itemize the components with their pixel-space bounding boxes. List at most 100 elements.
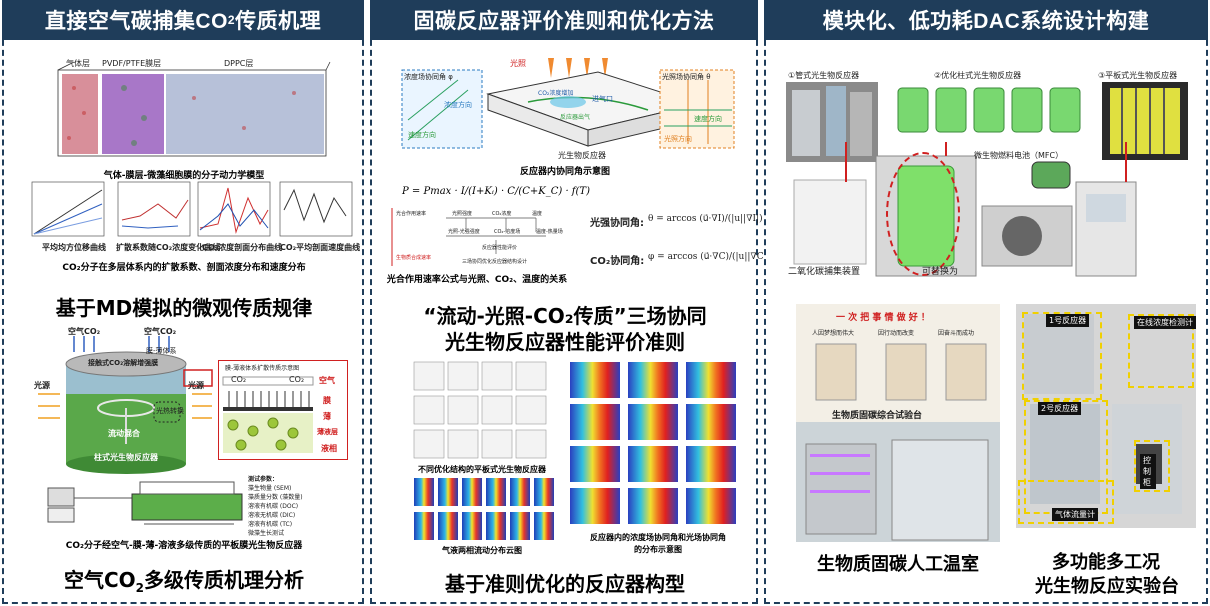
multi-title-line2: 光生物反应实验台	[1035, 576, 1179, 597]
cloud-maps	[412, 476, 562, 542]
reactor-name-label: 柱式光生物反应器	[94, 453, 158, 462]
test-param-item: 藻质量分数 (藻数量)	[248, 494, 303, 501]
vel-dir-left-label: 速度方向	[408, 131, 436, 139]
pbr-caption: CO₂分子经空气-膜-薄-溶液多级传质的平板膜光生物反应器	[65, 541, 303, 551]
online-meter-box	[1128, 314, 1194, 388]
capture-label: 二氧化碳捕集装置	[788, 267, 861, 277]
photosynthesis-formula: P = Pmax · I/(I+Kᵢ) · C/(C+K_C) · f(T)	[402, 186, 590, 197]
co2-synergy-formula: φ = arccos (u⃗·∇C)/(|u||∇C|)	[648, 252, 771, 262]
md-membrane-layer-label: PVDF/PTFE膜层	[102, 59, 162, 68]
md-plots-row	[28, 180, 358, 240]
membrane-system-label: 膜-薄体系	[146, 347, 177, 355]
cylinder-reactor-figure: 空气CO₂ 空气CO₂ 接触式CO₂溶解增强膜 膜-薄体系 光源 光源 光热转换…	[34, 324, 214, 474]
conc-dir-label: 浓度方向	[444, 101, 472, 109]
inset-co2-b: CO₂	[289, 375, 305, 384]
middle-section-title-line1: “流动-光照-CO₂传质”三场协同	[423, 304, 707, 328]
flow-box: 生物质合成速率	[396, 255, 432, 261]
synergy-angle-figure: 光照 浓度场协同角 φ 光照场协同角 θ 浓度方向 速度方向 速度方向 光照方向…	[398, 50, 738, 160]
md-model-image	[57, 61, 331, 157]
lab-photo: 一 次 把 事 情 做 好 ！ 人因梦想而伟大 因行动而改变 因奋斗而成功 生物…	[796, 304, 1000, 542]
flow-box: 温度-热量场	[536, 229, 563, 235]
inset-title: 膜-薄液体系扩散传质示意图	[225, 365, 300, 372]
md-model-figure: 气体层 PVDF/PTFE膜层 DPPC层	[54, 58, 334, 166]
light-synergy-label: 光强协同角:	[590, 218, 644, 229]
flow-box: 光合作用速率	[396, 211, 427, 217]
cloud-maps-image	[414, 478, 554, 540]
test-param-item: 藻生物量 (SEM)	[248, 485, 292, 492]
reactor1-tag: 1号反应器	[1046, 314, 1090, 327]
panel-right-title: 模块化、低功耗DAC系统设计构建	[764, 0, 1208, 40]
flat-pbr-image	[47, 481, 243, 525]
structure-grid-image	[413, 361, 547, 459]
greenhouse-title: 生物质固碳人工温室	[817, 554, 979, 575]
reactor-highlight-ring	[886, 152, 960, 276]
lab-banner: 一 次 把 事 情 做 好 ！	[836, 313, 930, 323]
structure-caption: 不同优化结构的平板式光生物反应器	[418, 465, 546, 474]
structure-grid	[412, 360, 552, 462]
plot-caption-msd: 平均均方位移曲线	[42, 243, 106, 252]
lab-sign: 生物质固碳综合试验台	[832, 411, 923, 421]
test-params-list: 测试参数： 藻生物量 (SEM) 藻质量分数 (藻数量) 溶液有机碳 (DOC)…	[248, 474, 303, 537]
light-angle-label: 光照场协同角 θ	[662, 73, 711, 81]
light-synergy-formula: θ = arccos (u⃗·∇I)/(|u||∇I|)	[648, 214, 763, 224]
md-caption: 气体-膜层-微藻细胞膜的分子动力学模型	[103, 171, 265, 181]
heatmap-caption-1: 反应器内的浓度场协同角和光场协同角	[590, 533, 726, 542]
panel-middle-title: 固碳反应器评价准则和优化方法	[370, 0, 758, 40]
column-reactors-image	[894, 82, 1084, 136]
md-dppc-layer-label: DPPC层	[224, 59, 254, 68]
dac-system-rendering	[786, 142, 1196, 282]
flow-chart-lines	[391, 208, 546, 266]
flow-box: 三场协同优化反应器结构设计	[462, 259, 528, 265]
rig-photo: 1号反应器 在线浓度检测计 2号反应器 控制柜 气体流量计	[1016, 304, 1196, 528]
plot-caption-velocity: CO₂平均剖面速度曲线	[280, 243, 361, 252]
co2-synergy-label: CO₂协同角:	[590, 256, 645, 267]
air-co2-left-label: 空气CO₂	[68, 327, 101, 336]
reactor-type-tubular: ①管式光生物反应器	[788, 71, 860, 80]
flow-meter-tag: 气体流量计	[1052, 508, 1098, 521]
online-meter-tag: 在线浓度检测计	[1134, 316, 1196, 329]
synergy-angle-image	[401, 58, 735, 149]
lab-slogan: 人因梦想而伟大	[812, 330, 855, 337]
cylinder-reactor-image	[38, 336, 213, 474]
flow-box: CO₂浓度	[492, 211, 512, 217]
mixing-label: 流动混合	[108, 429, 140, 438]
flow-box: 反应器性能评价	[482, 245, 518, 251]
lab-slogan: 因奋斗而成功	[938, 330, 975, 337]
control-tag: 控制柜	[1140, 454, 1156, 489]
flow-box: 温度	[532, 211, 543, 217]
membrane-inset-image	[222, 376, 314, 453]
reactor2-tag: 2号反应器	[1038, 402, 1082, 415]
inset-thin-liquid: 薄液层	[317, 428, 338, 436]
reactor-type-flat: ③平板式光生物反应器	[1098, 71, 1178, 80]
air-co2-right-label: 空气CO₂	[144, 327, 177, 336]
flow-box: 光照强度	[452, 211, 473, 217]
light-dir-label: 光照方向	[664, 135, 692, 143]
inset-film: 薄	[323, 412, 331, 421]
middle-section-title-structure: 基于准则优化的反应器构型	[445, 572, 685, 596]
formula-caption: 光合作用速率公式与光照、CO₂、温度的关系	[386, 275, 568, 285]
flow-box: 光照-光强强度	[448, 229, 480, 235]
test-params-title: 测试参数：	[248, 476, 279, 483]
md-gas-layer-label: 气体层	[66, 59, 90, 68]
synergy-caption: 反应器内协同角示意图	[519, 167, 610, 177]
reactor-type-column: ②优化柱式光生物反应器	[934, 71, 1022, 80]
flow-meter-box	[1018, 480, 1114, 524]
synergy-heatmaps	[568, 360, 748, 530]
reactor-label: 光生物反应器	[558, 151, 606, 160]
inset-liquid: 液相	[321, 444, 337, 453]
light-left-label: 光源	[34, 381, 50, 390]
tubular-reactor-photo	[786, 82, 878, 162]
cloud-caption: 气液两相流动分布云图	[442, 546, 522, 555]
swap-label: 可替换为	[922, 267, 959, 277]
inlet-label: 进气口	[592, 95, 613, 103]
test-param-item: 溶液无机碳 (DIC)	[248, 512, 296, 519]
md-plots-image	[31, 181, 353, 237]
test-param-item: 溶液有机碳 (DOC)	[248, 503, 299, 510]
flat-reactor-photo	[1102, 82, 1188, 160]
control-box	[1134, 440, 1170, 492]
reactor1-box	[1022, 312, 1102, 400]
co2-increase-label: CO₂浓度增加	[538, 90, 574, 97]
multi-title-line1: 多功能多工况	[1052, 552, 1160, 573]
middle-section-title-line2: 光生物反应器性能评价准则	[445, 330, 685, 354]
